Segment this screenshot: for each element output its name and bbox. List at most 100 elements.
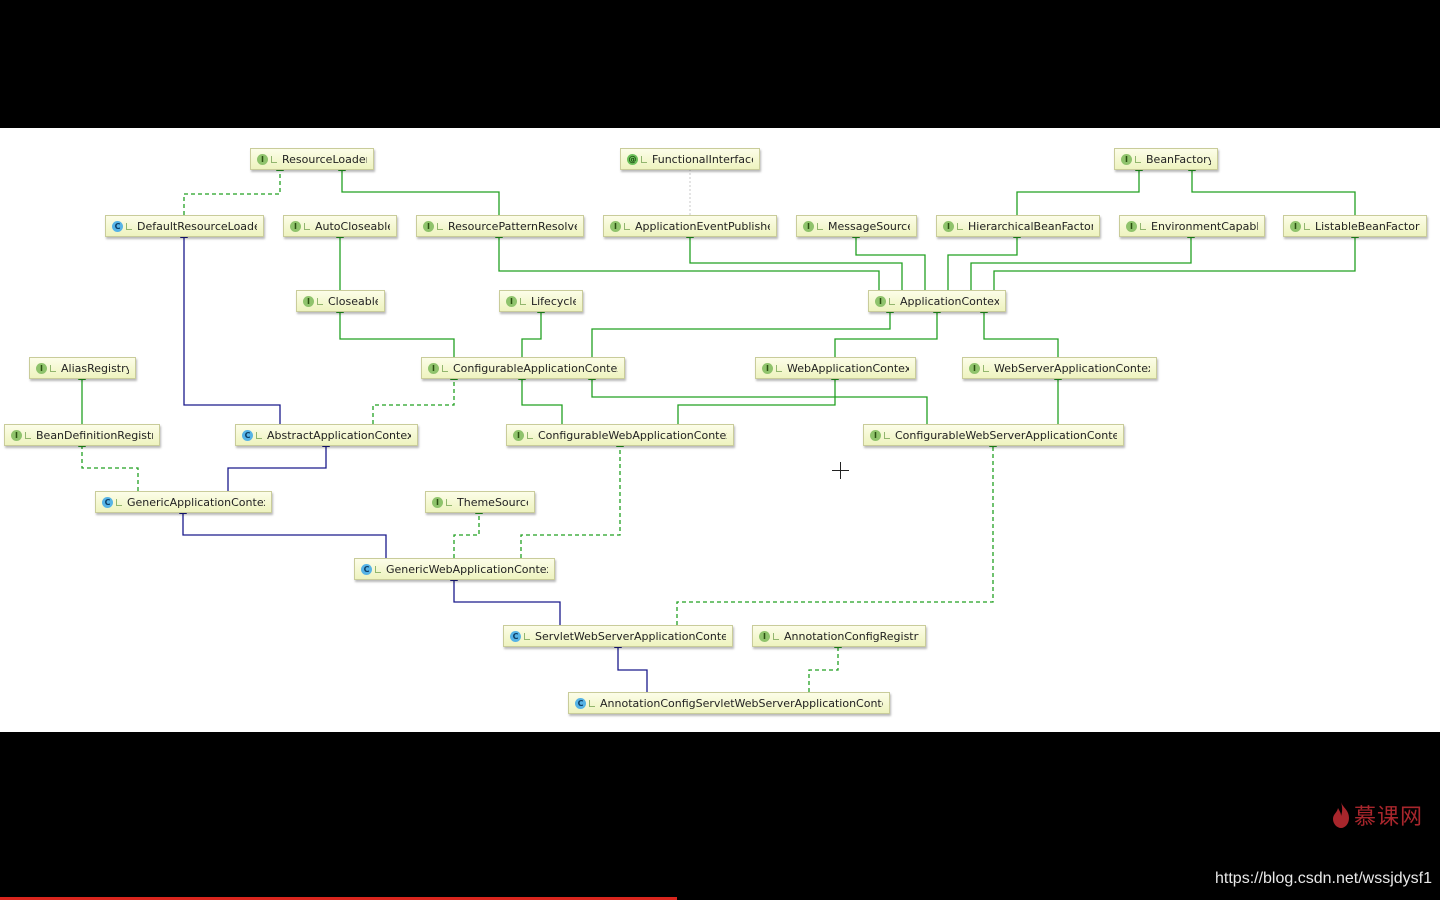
node-label: AliasRegistry	[61, 361, 129, 375]
node-label: BeanFactory	[1146, 152, 1211, 166]
edge-GenericApplicationContext-to-BeanDefinitionRegistry	[78, 439, 139, 491]
interface-icon: I	[1121, 153, 1132, 165]
edge-AnnotationConfigServletWebServerApplicationContext-to-AnnotationConfigRegistry	[808, 640, 842, 692]
interface-icon: I	[36, 362, 47, 374]
node-label: ApplicationEventPublisher	[635, 219, 770, 233]
interface-icon: I	[303, 295, 314, 307]
edge-WebServerApplicationContext-to-ApplicationContext	[980, 305, 1059, 357]
watermark-url: https://blog.csdn.net/wssjdysf1	[1215, 870, 1432, 887]
node-label: FunctionalInterface	[652, 152, 753, 166]
visibility-icon	[1140, 222, 1146, 230]
flame-icon	[1333, 802, 1349, 828]
edge-ConfigurableApplicationContext-to-Lifecycle	[521, 305, 545, 357]
edge-ConfigurableWebApplicationContext-to-WebApplicationContext	[677, 372, 839, 424]
visibility-icon	[446, 498, 452, 506]
node-label: ConfigurableWebServerApplicationContext	[895, 428, 1117, 442]
visibility-icon	[641, 155, 647, 163]
interface-icon: I	[513, 429, 524, 441]
interface-icon: I	[1126, 220, 1137, 232]
interface-icon: I	[870, 429, 881, 441]
visibility-icon	[375, 565, 381, 573]
interface-icon: I	[257, 153, 268, 165]
interface-icon: I	[506, 295, 517, 307]
node-GenericApplicationContext[interactable]: C GenericApplicationContext	[95, 491, 272, 513]
node-label: ConfigurableWebApplicationContext	[538, 428, 727, 442]
visibility-icon	[256, 431, 262, 439]
edge-GenericApplicationContext-to-AbstractApplicationContext	[227, 439, 330, 491]
interface-icon: I	[803, 220, 814, 232]
node-label: AnnotationConfigServletWebServerApplicat…	[600, 696, 883, 710]
visibility-icon	[437, 222, 443, 230]
visibility-icon	[317, 297, 323, 305]
visibility-icon	[520, 297, 526, 305]
edge-ApplicationContext-to-ListableBeanFactory	[993, 230, 1359, 290]
visibility-icon	[1135, 155, 1141, 163]
edge-HierarchicalBeanFactory-to-BeanFactory	[1016, 163, 1143, 215]
edge-GenericWebApplicationContext-to-GenericApplicationContext	[179, 506, 387, 558]
interface-icon: I	[762, 362, 773, 374]
annotation-icon: @	[627, 153, 638, 165]
interface-icon: I	[428, 362, 439, 374]
watermark-logo-text: 慕课网	[1354, 805, 1424, 830]
node-label: AnnotationConfigRegistry	[784, 629, 919, 643]
node-label: WebServerApplicationContext	[994, 361, 1150, 375]
edge-ApplicationContext-to-MessageSource	[852, 230, 926, 290]
edge-AbstractApplicationContext-to-ConfigurableApplicationContext	[372, 372, 458, 424]
edge-ApplicationContext-to-ApplicationEventPublisher	[686, 230, 903, 290]
edge-AnnotationConfigServletWebServerApplicationContext-to-ServletWebServerApplicationContext	[614, 640, 648, 692]
node-FunctionalInterface[interactable]: @ FunctionalInterface	[620, 148, 760, 170]
visibility-icon	[25, 431, 31, 439]
node-label: ServletWebServerApplicationContext	[535, 629, 726, 643]
interface-icon: I	[610, 220, 621, 232]
edge-WebApplicationContext-to-ApplicationContext	[834, 305, 941, 357]
node-BeanFactory[interactable]: I BeanFactory	[1114, 148, 1218, 170]
edge-DefaultResourceLoader-to-ResourceLoader	[183, 163, 284, 215]
node-label: DefaultResourceLoader	[137, 219, 257, 233]
node-ApplicationEventPublisher[interactable]: I ApplicationEventPublisher	[603, 215, 777, 237]
node-AliasRegistry[interactable]: I AliasRegistry	[29, 357, 136, 379]
visibility-icon	[116, 498, 122, 506]
node-AnnotationConfigRegistry[interactable]: I AnnotationConfigRegistry	[752, 625, 926, 647]
node-label: GenericApplicationContext	[127, 495, 265, 509]
node-ConfigurableWebServerApplicationContext[interactable]: I ConfigurableWebServerApplicationContext	[863, 424, 1124, 446]
interface-icon: I	[423, 220, 434, 232]
node-WebApplicationContext[interactable]: I WebApplicationContext	[755, 357, 916, 379]
node-label: WebApplicationContext	[787, 361, 909, 375]
node-ConfigurableWebApplicationContext[interactable]: I ConfigurableWebApplicationContext	[506, 424, 734, 446]
visibility-icon	[773, 632, 779, 640]
visibility-icon	[50, 364, 56, 372]
visibility-icon	[884, 431, 890, 439]
node-label: BeanDefinitionRegistry	[36, 428, 153, 442]
visibility-icon	[624, 222, 630, 230]
edge-ConfigurableWebServerApplicationContext-to-ConfigurableApplicationContext	[588, 372, 928, 424]
node-label: ApplicationContext	[900, 294, 999, 308]
edge-ListableBeanFactory-to-BeanFactory	[1188, 163, 1356, 215]
node-Closeable[interactable]: I Closeable	[296, 290, 385, 312]
interface-icon: I	[759, 630, 770, 642]
watermark-logo: 慕课网	[1330, 800, 1423, 830]
visibility-icon	[817, 222, 823, 230]
node-label: Closeable	[328, 294, 378, 308]
class-icon: C	[102, 496, 113, 508]
interface-icon: I	[432, 496, 443, 508]
edge-GenericWebApplicationContext-to-ThemeSource	[453, 506, 483, 558]
